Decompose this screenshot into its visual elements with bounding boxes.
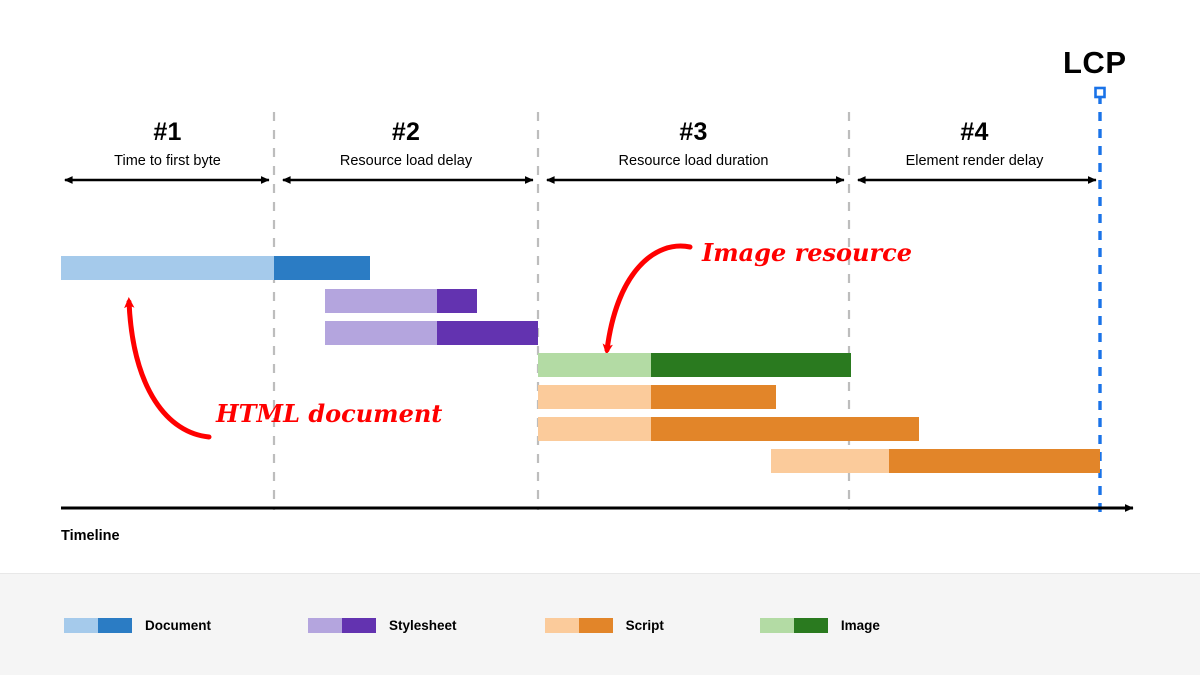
timeline-axis-label: Timeline <box>61 528 120 544</box>
waterfall-bar-stylesheet-1 <box>325 289 477 313</box>
legend-band: Document Stylesheet Script Image <box>0 573 1200 675</box>
bar-segment-dark <box>651 385 776 409</box>
annotation-html-document: HTML document <box>216 399 443 428</box>
legend-label-image: Image <box>840 618 880 633</box>
bar-segment-dark <box>889 449 1100 473</box>
bar-segment-light <box>325 289 437 313</box>
annotation-arrow-html-document <box>124 297 212 440</box>
bar-segment-light <box>538 385 651 409</box>
phase-number-3: #3 <box>679 118 708 146</box>
bar-segment-dark <box>274 256 370 280</box>
waterfall-bar-stylesheet-2 <box>325 321 538 345</box>
bar-segment-light <box>538 417 651 441</box>
lcp-label: LCP <box>1063 45 1127 80</box>
waterfall-bar-image <box>538 353 851 377</box>
phase-name-2: Resource load delay <box>339 153 473 169</box>
phase-number-4: #4 <box>960 118 989 146</box>
phase-block-1: #1 Time to first byte <box>61 118 274 171</box>
phase-number-2: #2 <box>391 118 421 146</box>
legend: Document Stylesheet Script Image <box>64 618 880 633</box>
legend-swatch-script <box>544 618 613 633</box>
lcp-marker-square <box>1094 86 1106 99</box>
phase-number-1: #1 <box>153 118 182 146</box>
waterfall-bar-script-3 <box>771 449 1100 473</box>
legend-item-document[interactable]: Document <box>64 618 211 633</box>
bar-segment-dark <box>651 417 919 441</box>
phase-name-3: Resource load duration <box>618 153 769 169</box>
phase-name-1: Time to first byte <box>114 153 221 169</box>
annotation-image-resource: Image resource <box>702 238 912 267</box>
legend-swatch-image <box>759 618 828 633</box>
annotation-arrow-image-resource <box>602 243 693 355</box>
phase-divider-lines <box>272 112 851 510</box>
bar-segment-light <box>771 449 889 473</box>
legend-label-stylesheet: Stylesheet <box>389 618 457 633</box>
bar-segment-light <box>61 256 274 280</box>
legend-item-stylesheet[interactable]: Stylesheet <box>308 618 457 633</box>
phase-name-4: Element render delay <box>905 153 1044 169</box>
bar-segment-dark <box>651 353 851 377</box>
legend-label-script: Script <box>625 618 664 633</box>
legend-label-document: Document <box>145 618 212 633</box>
legend-swatch-document <box>64 618 132 633</box>
lcp-marker-line <box>1094 86 1106 512</box>
waterfall-bar-script-2 <box>538 417 919 441</box>
legend-item-script[interactable]: Script <box>544 618 664 633</box>
legend-item-image[interactable]: Image <box>759 618 880 633</box>
phase-block-3: #3 Resource load duration <box>538 118 849 171</box>
bar-segment-dark <box>437 289 477 313</box>
bar-segment-dark <box>437 321 538 345</box>
bar-segment-light <box>325 321 437 345</box>
bar-segment-light <box>538 353 651 377</box>
waterfall-bar-script-1 <box>538 385 776 409</box>
phase-block-4: #4 Element render delay <box>849 118 1100 171</box>
legend-swatch-stylesheet <box>308 618 377 633</box>
waterfall-bar-document <box>61 256 370 280</box>
phase-block-2: #2 Resource load delay <box>274 118 538 171</box>
